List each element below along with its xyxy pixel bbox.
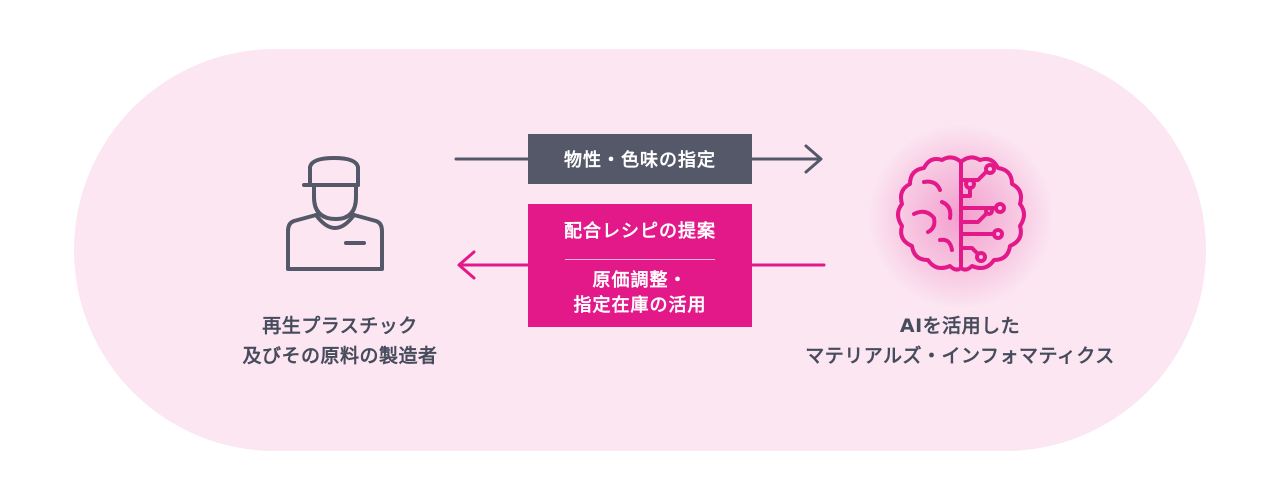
- divider: [565, 259, 715, 260]
- ai-label: AIを活用した マテリアルズ・インフォマティクス: [780, 311, 1140, 371]
- ai-label-line-2: マテリアルズ・インフォマティクス: [805, 345, 1115, 367]
- spec-request-box: 物性・色味の指定: [528, 134, 752, 184]
- ai-brain-icon: [869, 125, 1053, 309]
- worker-icon: [286, 156, 384, 271]
- recipe-sub-line-1: 原価調整・: [592, 270, 688, 291]
- recipe-sub-line-2: 指定在庫の活用: [573, 295, 707, 316]
- manufacturer-label-line-1: 再生プラスチック: [262, 315, 418, 337]
- recipe-proposal-box: 配合レシピの提案 原価調整・ 指定在庫の活用: [528, 204, 752, 327]
- recipe-proposal-label: 配合レシピの提案: [564, 221, 716, 242]
- manufacturer-label: 再生プラスチック 及びその原料の製造者: [180, 311, 500, 371]
- manufacturer-label-line-2: 及びその原料の製造者: [242, 345, 438, 367]
- spec-request-label: 物性・色味の指定: [564, 150, 716, 171]
- recipe-proposal-sub: 原価調整・ 指定在庫の活用: [528, 268, 752, 318]
- ai-label-line-1: AIを活用した: [899, 315, 1021, 337]
